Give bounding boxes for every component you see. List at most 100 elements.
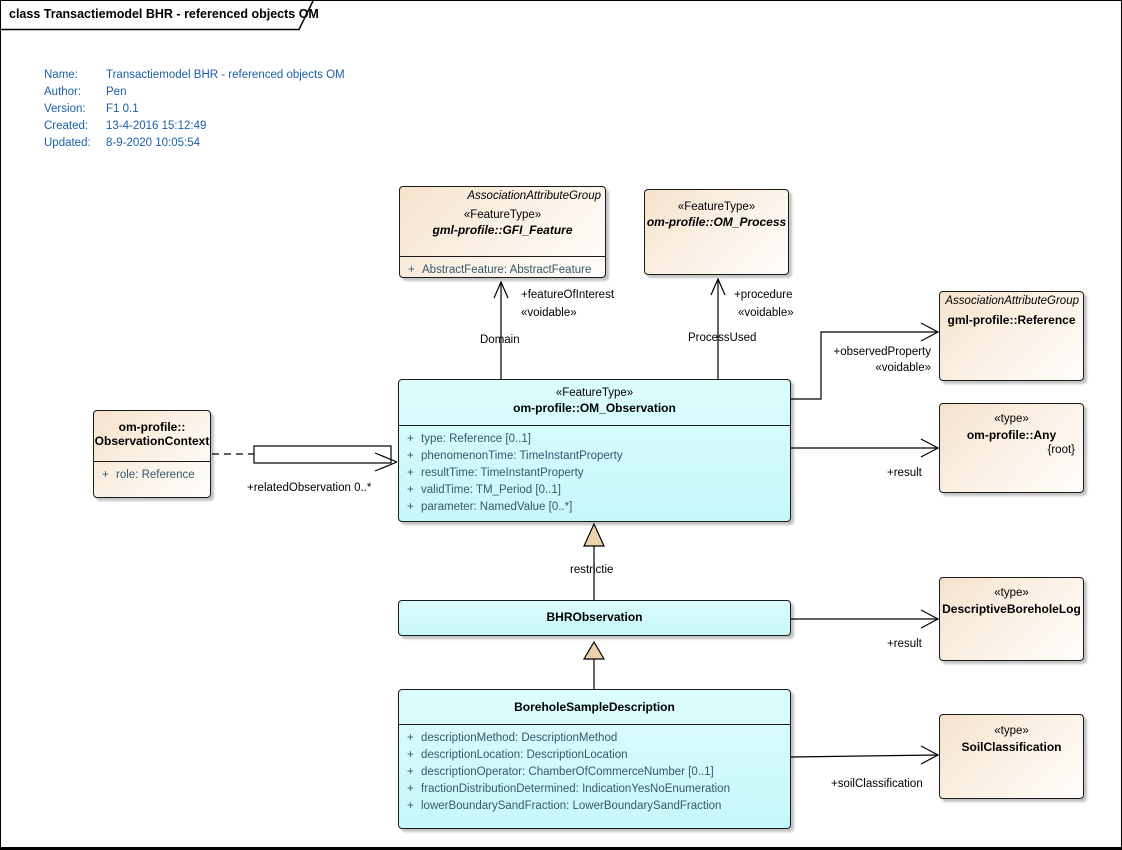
- meta-value: 13-4-2016 15:12:49: [106, 120, 207, 132]
- attribute-text: phenomenonTime: TimeInstantProperty: [421, 450, 623, 462]
- visibility: +: [407, 467, 414, 479]
- voidable-label: «voidable»: [875, 362, 931, 374]
- association-name-label: ProcessUsed: [688, 332, 757, 344]
- stereotype: «FeatureType»: [463, 209, 542, 221]
- connector-generalization-borehole[interactable]: [582, 640, 606, 689]
- diagram-metadata: Name: Transactiemodel BHR - referenced o…: [44, 67, 345, 152]
- meta-label: Author:: [44, 86, 82, 98]
- class-any[interactable]: «type» om-profile::Any {root}: [939, 403, 1084, 493]
- class-name: om-profile::OM_Process: [646, 215, 787, 229]
- association-attribute-group-label: AssociationAttributeGroup: [945, 295, 1079, 307]
- open-arrowhead-icon: [920, 438, 940, 458]
- attribute-row: + lowerBoundarySandFraction: LowerBounda…: [399, 798, 790, 815]
- connector-feature-of-interest[interactable]: [493, 280, 509, 379]
- attribute-row: + descriptionMethod: DescriptionMethod: [399, 730, 790, 747]
- class-bhr-observation[interactable]: BHRObservation: [398, 600, 791, 636]
- class-name: gml-profile::Reference: [947, 313, 1076, 327]
- attribute-text: resultTime: TimeInstantProperty: [421, 467, 584, 479]
- meta-label: Name:: [44, 69, 78, 81]
- class-name-line2: ObservationContext: [94, 434, 210, 448]
- class-gfi-feature[interactable]: AssociationAttributeGroup «FeatureType» …: [399, 186, 606, 278]
- class-om-observation[interactable]: «FeatureType» om-profile::OM_Observation…: [398, 379, 791, 522]
- visibility: +: [407, 766, 414, 778]
- association-attribute-group-label: AssociationAttributeGroup: [467, 190, 601, 202]
- attribute-compartment: + AbstractFeature: AbstractFeature: [400, 256, 605, 279]
- attribute-compartment: + role: Reference: [94, 461, 210, 484]
- class-name: BHRObservation: [546, 610, 643, 624]
- class-name: BoreholeSampleDescription: [514, 700, 675, 714]
- visibility: +: [407, 732, 414, 744]
- class-descriptive-borehole-log[interactable]: «type» DescriptiveBoreholeLog: [939, 577, 1084, 661]
- role-label: +relatedObservation 0..*: [247, 482, 372, 494]
- constraint-root: {root}: [1047, 444, 1076, 456]
- stereotype: «FeatureType»: [677, 201, 756, 213]
- restriction-label: restrictie: [570, 564, 614, 576]
- class-soil-classification[interactable]: «type» SoilClassification: [939, 714, 1084, 799]
- attribute-row: + fractionDistributionDetermined: Indica…: [399, 781, 790, 798]
- class-name: DescriptiveBoreholeLog: [942, 602, 1081, 616]
- meta-label: Updated:: [44, 137, 91, 149]
- meta-row-updated: Updated: 8-9-2020 10:05:54: [44, 135, 345, 152]
- class-borehole-sample-description[interactable]: BoreholeSampleDescription + descriptionM…: [398, 689, 791, 829]
- role-label: +featureOfInterest: [521, 289, 615, 301]
- visibility: +: [407, 433, 414, 445]
- class-reference[interactable]: AssociationAttributeGroup gml-profile::R…: [939, 291, 1084, 381]
- attribute-row: + validTime: TM_Period [0..1]: [399, 482, 790, 499]
- stereotype: «FeatureType»: [555, 387, 634, 399]
- open-arrowhead-icon: [920, 609, 940, 629]
- attribute-row: + role: Reference: [94, 467, 210, 484]
- visibility: +: [407, 783, 414, 795]
- attribute-row: + phenomenonTime: TimeInstantProperty: [399, 448, 790, 465]
- attribute-row: + type: Reference [0..1]: [399, 431, 790, 448]
- diagram-tab-title: class Transactiemodel BHR - referenced o…: [9, 7, 319, 21]
- connector-result-any[interactable]: [791, 438, 940, 458]
- meta-label: Created:: [44, 120, 89, 132]
- meta-value: Transactiemodel BHR - referenced objects…: [106, 69, 345, 81]
- connector-related-observation[interactable]: [212, 445, 398, 472]
- attribute-compartment: + descriptionMethod: DescriptionMethod +…: [399, 724, 790, 815]
- attribute-text: validTime: TM_Period [0..1]: [421, 484, 561, 496]
- connector-procedure[interactable]: [710, 277, 726, 379]
- visibility: +: [407, 800, 414, 812]
- association-name-label: Domain: [480, 334, 520, 346]
- meta-value: Pen: [106, 86, 127, 98]
- connector-generalization-restrictie[interactable]: [583, 522, 605, 600]
- class-name: om-profile::OM_Observation: [513, 401, 676, 415]
- stereotype: «type»: [994, 587, 1029, 599]
- attribute-row: + descriptionLocation: DescriptionLocati…: [399, 747, 790, 764]
- class-name: SoilClassification: [961, 740, 1062, 754]
- meta-row-author: Author: Pen: [44, 84, 345, 101]
- role-label: +soilClassification: [831, 778, 923, 790]
- attribute-row: + resultTime: TimeInstantProperty: [399, 465, 790, 482]
- meta-row-version: Version: F1 0.1: [44, 101, 345, 118]
- open-arrowhead-icon: [920, 745, 940, 765]
- visibility: +: [408, 264, 415, 276]
- class-name-line1: om-profile::: [118, 420, 186, 434]
- open-arrowhead-icon: [493, 280, 509, 299]
- meta-row-name: Name: Transactiemodel BHR - referenced o…: [44, 67, 345, 84]
- meta-row-created: Created: 13-4-2016 15:12:49: [44, 118, 345, 135]
- connector-soil-classification[interactable]: [790, 745, 940, 765]
- visibility: +: [407, 749, 414, 761]
- open-arrowhead-icon: [710, 277, 726, 296]
- role-label: +result: [887, 467, 922, 479]
- open-arrowhead-icon: [920, 322, 940, 342]
- attribute-text: role: Reference: [116, 469, 195, 481]
- class-om-process[interactable]: «FeatureType» om-profile::OM_Process: [644, 189, 789, 275]
- class-observation-context[interactable]: om-profile:: ObservationContext + role: …: [93, 410, 211, 498]
- meta-value: 8-9-2020 10:05:54: [106, 137, 200, 149]
- attribute-text: descriptionOperator: ChamberOfCommerceNu…: [421, 766, 714, 778]
- attribute-text: parameter: NamedValue [0..*]: [421, 501, 573, 513]
- attribute-row: + parameter: NamedValue [0..*]: [399, 499, 790, 516]
- visibility: +: [407, 484, 414, 496]
- connector-observed-property[interactable]: [791, 322, 940, 400]
- attribute-text: lowerBoundarySandFraction: LowerBoundary…: [421, 800, 722, 812]
- meta-value: F1 0.1: [106, 103, 139, 115]
- role-label: +observedProperty: [833, 346, 932, 358]
- connector-result-log[interactable]: [791, 609, 940, 629]
- role-label: +procedure: [734, 289, 793, 301]
- attribute-text: type: Reference [0..1]: [421, 433, 531, 445]
- visibility: +: [407, 450, 414, 462]
- generalization-triangle-icon: [583, 522, 605, 547]
